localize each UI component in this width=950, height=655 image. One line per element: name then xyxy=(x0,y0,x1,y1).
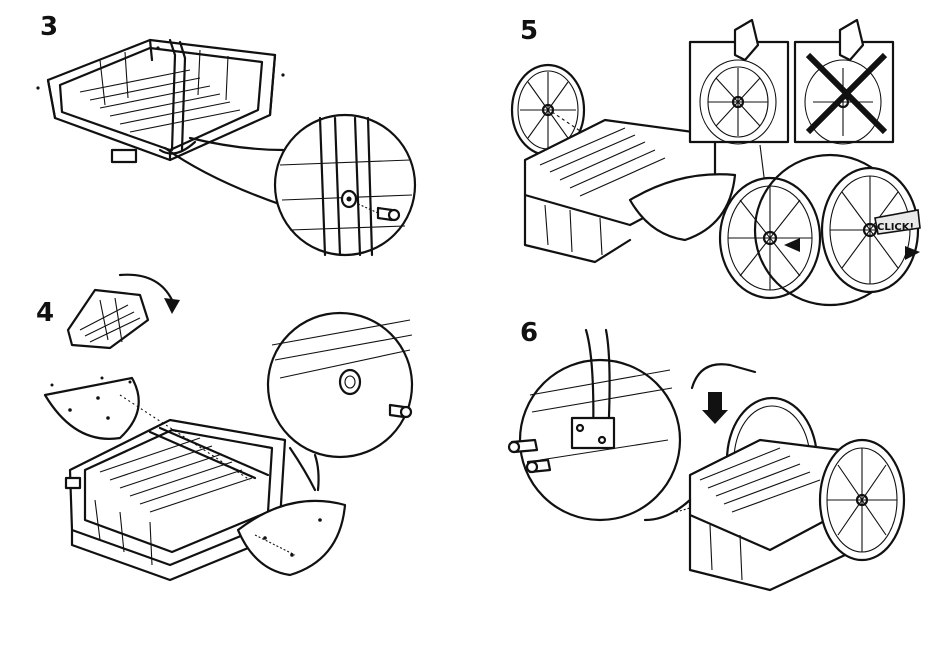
step-6-zoom-callout xyxy=(509,330,680,520)
click-label: CLICK! xyxy=(877,222,914,233)
step-5-install-zoom: CLICK! xyxy=(720,145,920,305)
step-4-basket xyxy=(66,420,285,580)
step-4-zoom-callout xyxy=(268,313,412,490)
step-4-small-basket xyxy=(68,275,180,348)
step-number-4: 4 xyxy=(36,300,54,326)
step-5-incorrect-inset xyxy=(795,20,893,144)
step-6-trailer xyxy=(645,398,904,590)
step-number-5: 5 xyxy=(520,18,538,44)
step-number-6: 6 xyxy=(520,320,538,346)
step-3-basket xyxy=(36,40,284,162)
step-5-correct-inset xyxy=(690,20,788,144)
